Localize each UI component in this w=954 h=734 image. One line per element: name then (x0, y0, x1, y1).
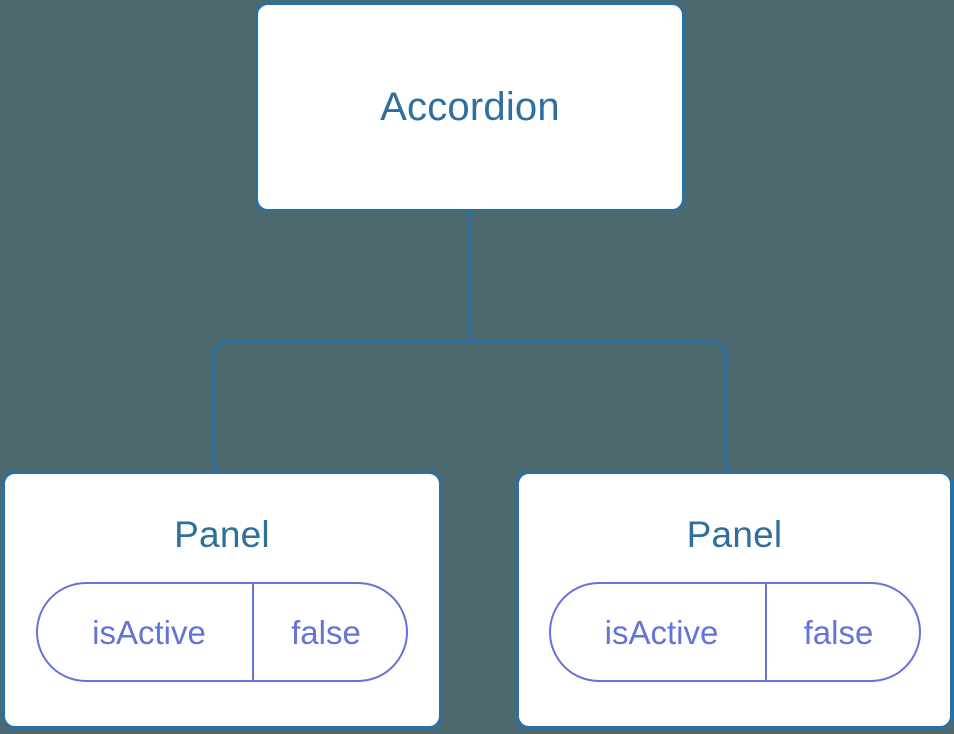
state-value-panel-1: false (252, 584, 406, 680)
state-key-panel-2: isActive (604, 613, 719, 651)
connector-branch-left (212, 340, 470, 472)
state-value-panel-2: false (764, 584, 919, 680)
node-accordion[interactable]: Accordion (255, 2, 685, 212)
state-key-panel-1: isActive (92, 613, 206, 651)
node-panel-1-title: Panel (174, 514, 270, 555)
node-panel-2[interactable]: Panel isActive false (516, 471, 953, 729)
node-panel-2-title: Panel (686, 514, 783, 555)
connector-branch-right (470, 340, 728, 472)
node-accordion-title: Accordion (380, 85, 560, 129)
state-badge-panel-2[interactable]: isActive false (548, 582, 921, 682)
node-panel-1[interactable]: Panel isActive false (2, 471, 442, 729)
state-badge-panel-1[interactable]: isActive false (36, 582, 408, 682)
